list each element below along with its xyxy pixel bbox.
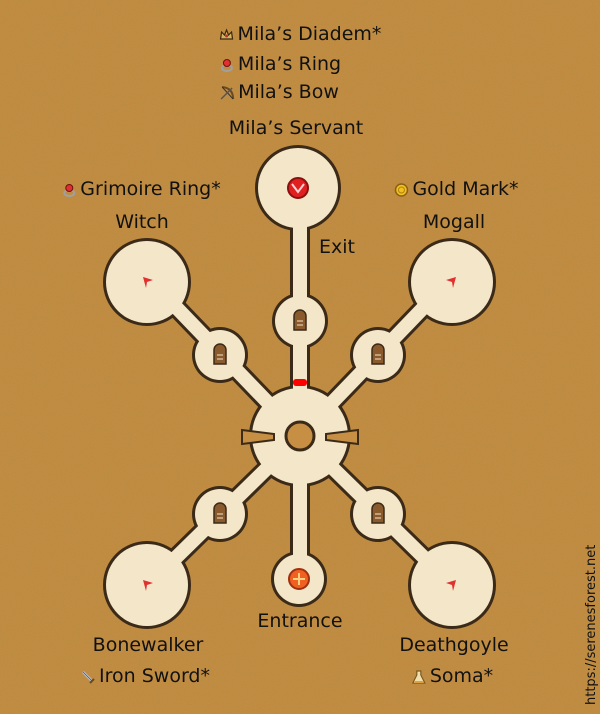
- ring-icon: [61, 181, 77, 197]
- room-label-witch: Witch: [115, 211, 169, 233]
- room-label-exit: Exit: [319, 236, 355, 258]
- enemy-arrow-icon: [143, 580, 153, 591]
- enemy-arrows: [143, 277, 456, 591]
- enemy-arrow-icon: [446, 277, 456, 288]
- stair-icon: [213, 502, 227, 524]
- watermark-url: https://serenesforest.net: [584, 544, 599, 705]
- sword-icon: [80, 668, 96, 684]
- bow-icon: [219, 84, 235, 100]
- item-soma: Soma*: [411, 665, 493, 687]
- item-label: Mila’s Diadem*: [237, 23, 382, 45]
- enemy-arrow-icon: [446, 580, 456, 591]
- item-gold-mark: Gold Mark*: [393, 178, 519, 200]
- item-milas-ring: Mila’s Ring: [219, 53, 341, 75]
- room-label-bonewalker: Bonewalker: [92, 634, 204, 656]
- potion-icon: [411, 668, 427, 684]
- item-label: Gold Mark*: [412, 178, 519, 200]
- item-label: Soma*: [429, 665, 494, 687]
- enemy-arrow-icon: [143, 277, 153, 288]
- hub-wall-left: [241, 428, 275, 446]
- item-label: Grimoire Ring*: [80, 178, 221, 200]
- entrance-marker-icon: [288, 568, 310, 590]
- room-label-servant: Mila’s Servant: [228, 117, 364, 139]
- stair-icon: [371, 343, 385, 365]
- boss-marker-icon: [287, 177, 309, 199]
- exit-marker: [293, 379, 307, 386]
- stair-icon: [293, 309, 307, 331]
- item-label: Mila’s Ring: [237, 53, 342, 75]
- room-label-mogall: Mogall: [422, 211, 486, 233]
- hub-pillar: [284, 420, 316, 452]
- room-label-entrance: Entrance: [257, 610, 343, 632]
- stair-icon: [371, 502, 385, 524]
- stair-icon: [213, 343, 227, 365]
- stair-lines: [217, 320, 381, 519]
- hub-walls: [241, 428, 359, 446]
- item-label: Mila’s Bow: [238, 81, 339, 103]
- item-milas-diadem: Mila’s Diadem*: [219, 23, 382, 45]
- diadem-icon: [219, 26, 235, 42]
- item-iron-sword: Iron Sword*: [80, 665, 210, 687]
- item-label: Iron Sword*: [99, 665, 210, 687]
- room-label-deathgoyle: Deathgoyle: [399, 634, 509, 656]
- item-milas-bow: Mila’s Bow: [219, 81, 339, 103]
- ring-icon: [219, 56, 235, 72]
- hub-wall-right: [325, 428, 359, 446]
- gold-coin-icon: [393, 181, 409, 197]
- item-grimoire-ring: Grimoire Ring*: [61, 178, 221, 200]
